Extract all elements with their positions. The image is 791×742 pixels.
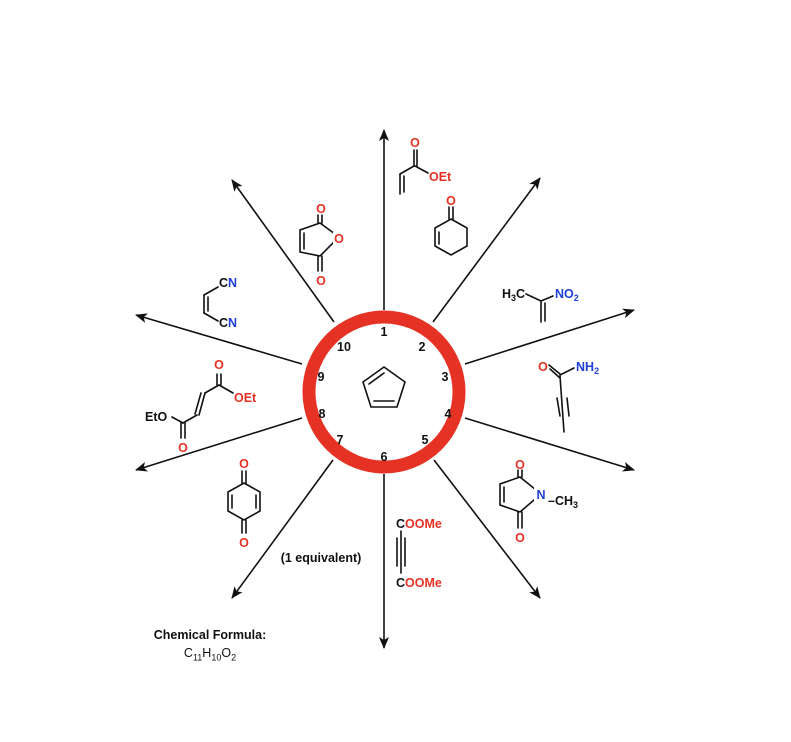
svg-text:O: O	[239, 536, 249, 550]
svg-text:CN: CN	[219, 276, 237, 290]
num-4: 4	[445, 407, 452, 421]
arrow-7	[231, 459, 334, 599]
center-ring	[302, 310, 466, 474]
dienophile-7-benzoquinone: O O (1 equivalent)	[227, 457, 362, 565]
svg-text:CN: CN	[219, 316, 237, 330]
svg-text:O: O	[446, 194, 456, 208]
svg-text:O: O	[515, 458, 525, 472]
num-8: 8	[319, 407, 326, 421]
svg-text:COOMe: COOMe	[396, 576, 442, 590]
dienophile-8-diethyl-fumarate: O OEt EtO O	[145, 358, 257, 455]
svg-text:O: O	[410, 136, 420, 150]
dienophile-1-ethyl-acrylate: O OEt	[399, 136, 452, 195]
num-1: 1	[381, 325, 388, 339]
svg-text:O: O	[178, 441, 188, 455]
equivalent-note: (1 equivalent)	[281, 551, 362, 565]
svg-text:OEt: OEt	[234, 391, 257, 405]
arrow-4	[464, 417, 635, 472]
dienophile-10-maleic-anhydride: O O O	[299, 202, 345, 288]
svg-text:O: O	[239, 457, 249, 471]
arrow-2	[432, 177, 541, 323]
position-numbers: 1 2 3 4 5 6 7 8 9 10	[318, 325, 452, 464]
svg-text:O: O	[214, 358, 224, 372]
svg-text:NO2: NO2	[555, 287, 579, 303]
formula-value: C11H10O2	[183, 646, 237, 663]
svg-text:–CH3: –CH3	[548, 494, 578, 510]
svg-text:O: O	[538, 360, 548, 374]
dienophile-3-nitropropene: H3C NO2	[502, 287, 579, 323]
svg-text:O: O	[334, 232, 344, 246]
num-3: 3	[442, 370, 449, 384]
svg-text:NH2: NH2	[576, 360, 599, 376]
svg-text:O: O	[316, 274, 326, 288]
num-9: 9	[318, 370, 325, 384]
cyclopentadiene-structure	[362, 366, 406, 408]
num-10: 10	[337, 340, 351, 354]
reaction-arrows	[135, 129, 635, 649]
svg-text:EtO: EtO	[145, 410, 168, 424]
dienophile-2-cyclohexenone: O	[434, 194, 468, 256]
svg-text:O: O	[515, 531, 525, 545]
arrow-5	[433, 459, 541, 599]
dienophile-5-n-methylmaleimide: O N –CH3 O	[499, 458, 578, 545]
num-6: 6	[381, 450, 388, 464]
svg-text:COOMe: COOMe	[396, 517, 442, 531]
svg-text:OEt: OEt	[429, 170, 452, 184]
arrow-9	[135, 313, 303, 365]
arrow-8	[135, 417, 303, 472]
num-2: 2	[419, 340, 426, 354]
num-7: 7	[337, 433, 344, 447]
arrow-10	[231, 179, 335, 323]
svg-text:O: O	[316, 202, 326, 216]
svg-text:N: N	[536, 488, 545, 502]
dienophile-6-dmad: COOMe COOMe	[396, 517, 442, 590]
dienophile-9-maleonitrile: CN CN	[203, 276, 237, 330]
formula-title: Chemical Formula:	[153, 628, 267, 642]
chemical-formula: Chemical Formula: C11H10O2	[130, 628, 290, 663]
num-5: 5	[422, 433, 429, 447]
arrow-3	[464, 308, 635, 365]
dienophile-4-butynamide: O NH2	[538, 360, 599, 433]
svg-text:H3C: H3C	[502, 287, 525, 303]
